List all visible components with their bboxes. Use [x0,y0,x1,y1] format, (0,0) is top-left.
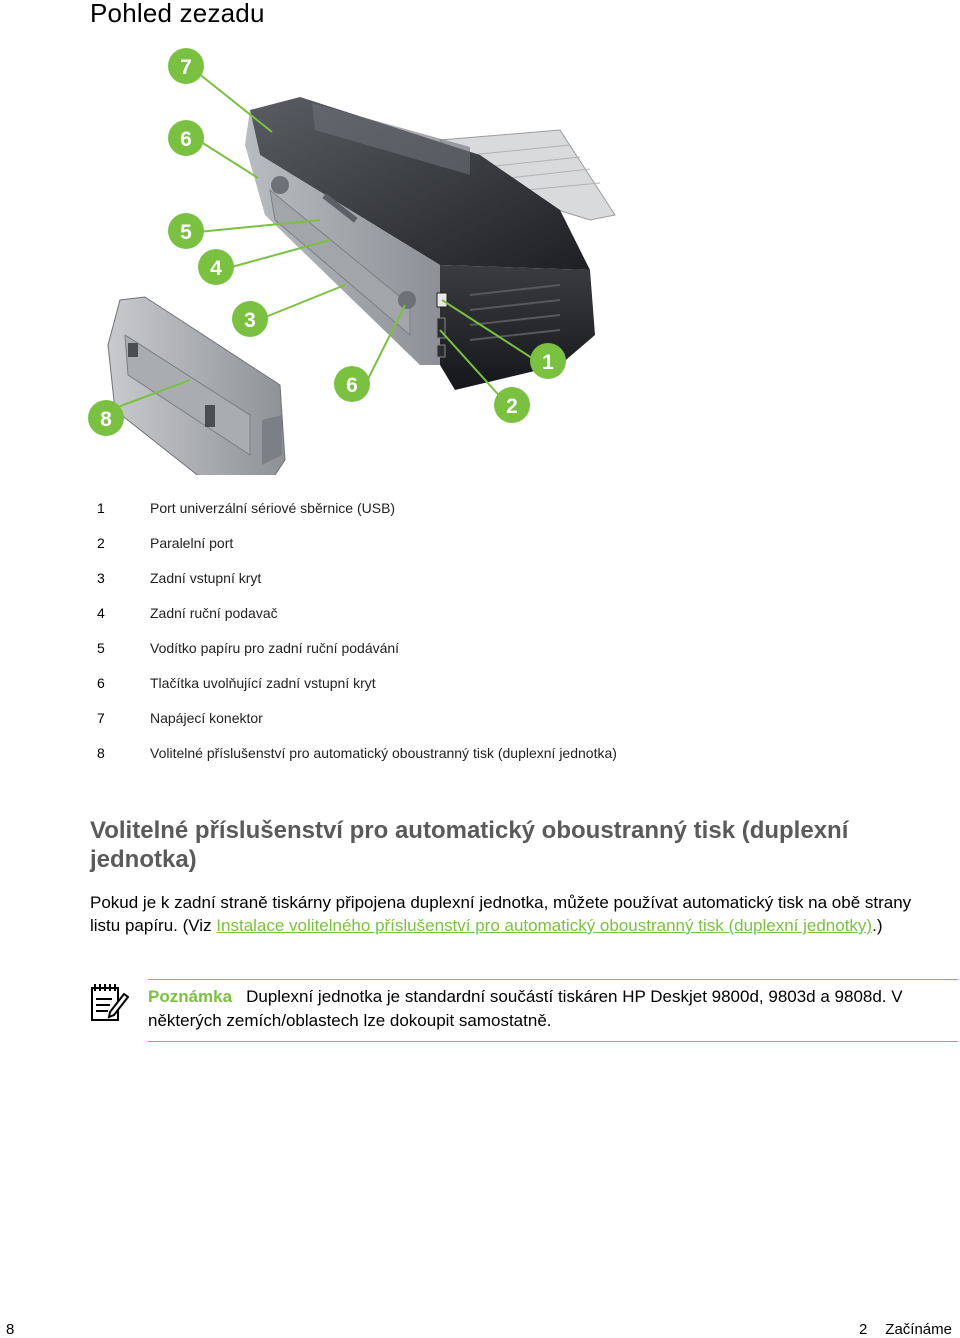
note-pencil-icon [91,984,130,1021]
callout-marker: 6 [168,120,204,156]
release-button-left [271,176,289,194]
legend-number: 4 [97,605,105,621]
legend-number: 6 [97,675,105,691]
legend-row: 8 Volitelné příslušenství pro automatický… [97,745,897,780]
legend-text: Port univerzální sériové sběrnice (USB) [150,500,396,516]
callout-leader-lines [117,72,536,408]
install-duplex-link[interactable]: Instalace volitelného příslušenství pro … [216,916,873,935]
printer-right-end [440,265,595,390]
svg-text:6: 6 [346,374,358,397]
legend-number: 5 [97,640,105,656]
legend-number: 3 [97,570,105,586]
svg-text:5: 5 [180,221,192,244]
svg-text:1: 1 [542,351,554,374]
svg-text:6: 6 [180,128,192,151]
callout-marker: 6 [334,366,370,402]
callout-marker: 2 [494,387,530,423]
legend-number: 2 [97,535,105,551]
svg-text:3: 3 [244,309,256,332]
chapter-title: Začínáme [885,1321,952,1338]
legend-row: 3 Zadní vstupní kryt [97,570,897,605]
paragraph-text: Pokud je k zadní straně tiskárny připoje… [90,893,912,935]
svg-text:7: 7 [180,56,192,79]
legend-text: Napájecí konektor [150,710,263,726]
note-text: Duplexní jednotka je standardní součástí… [148,987,903,1030]
usb-port [436,344,446,358]
legend-row: 7 Napájecí konektor [97,710,897,745]
legend-text: Zadní ruční podavač [150,605,278,621]
note-top-rule [148,979,958,980]
legend-row: 5 Vodítko papíru pro zadní ruční podávání [97,640,897,675]
callout-marker: 1 [530,343,566,379]
section-paragraph: Pokud je k zadní straně tiskárny připoje… [90,891,940,937]
note-label: Poznámka [148,987,233,1006]
legend-text: Vodítko papíru pro zadní ruční podávání [150,640,400,656]
note-bottom-rule [148,1041,958,1042]
legend-row: 2 Paralelní port [97,535,897,570]
callout-markers: 7 6 5 4 3 6 2 1 8 [88,48,566,436]
legend-text: Volitelné příslušenství pro automatický … [150,745,617,761]
printer-rear-view-figure: 7 6 5 4 3 6 2 1 8 [0,35,960,491]
callout-marker: 3 [232,301,268,337]
callout-marker: 7 [168,48,204,84]
svg-text:8: 8 [100,408,112,431]
callout-marker: 5 [168,213,204,249]
page-title: Pohled zezadu [90,0,265,28]
release-button-right [398,291,416,309]
legend-number: 1 [97,500,105,516]
legend-text: Paralelní port [150,535,234,551]
printer-top-cover [250,97,590,270]
section-heading: Volitelné příslušenství pro automatický … [90,817,849,873]
parallel-port [436,317,446,339]
paragraph-text-end: .) [872,916,883,935]
legend-number: 8 [97,745,105,761]
legend-text: Tlačítka uvolňující zadní vstupní kryt [150,675,376,691]
legend-text: Zadní vstupní kryt [150,570,262,586]
legend-number: 7 [97,710,105,726]
legend-row: 6 Tlačítka uvolňující zadní vstupní kryt [97,675,897,710]
printer-illustration: 7 6 5 4 3 6 2 1 8 [88,48,616,491]
legend-row: 4 Zadní ruční podavač [97,605,897,640]
page-number: 8 [6,1321,15,1338]
svg-text:4: 4 [210,257,222,280]
callout-marker: 8 [88,400,124,436]
chapter-number: 2 [858,1321,868,1338]
svg-text:2: 2 [506,395,518,418]
chapter-footer: 2 Začínáme [859,1321,952,1338]
callout-legend: 1 Port univerzální sériové sběrnice (USB)… [97,500,897,780]
legend-row: 1 Port univerzální sériové sběrnice (USB) [97,500,897,535]
callout-marker: 4 [198,249,234,285]
